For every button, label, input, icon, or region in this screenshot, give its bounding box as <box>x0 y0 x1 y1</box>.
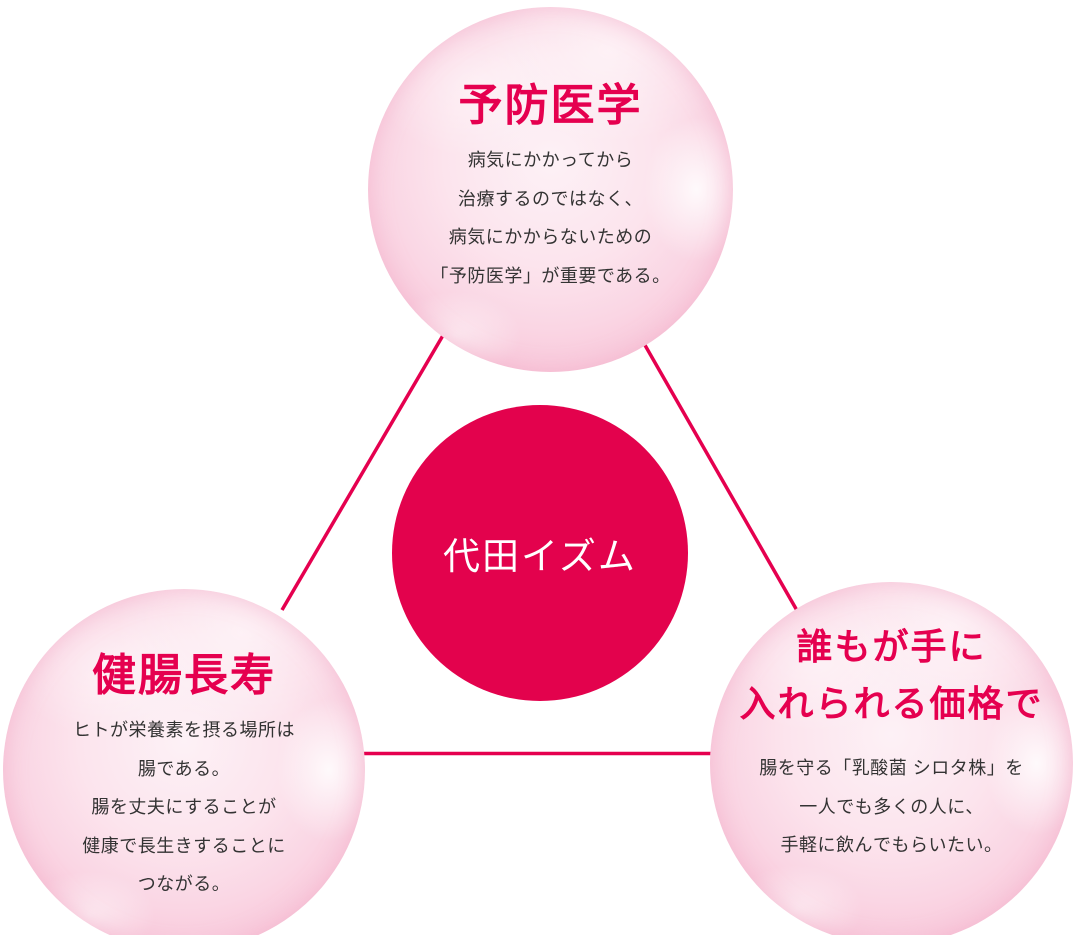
center-circle-shirota-ism: 代田イズム <box>392 405 688 701</box>
connector-line-top-to-left <box>280 319 454 611</box>
bubble-healthy-intestines: 健腸長寿 ヒトが栄養素を摂る場所は 腸である。 腸を丈夫にすることが 健康で長生… <box>3 589 365 935</box>
connector-line-top-to-right <box>632 325 801 615</box>
bubble-body-line: 病気にかかってから <box>467 150 634 170</box>
bubble-body-affordable-price: 腸を守る「乳酸菌 シロタ株」を 一人でも多くの人に、 手軽に飲んでもらいたい。 <box>710 749 1073 865</box>
bubble-body-line: 腸を丈夫にすることが <box>91 797 277 817</box>
bubble-body-line: 手軽に飲んでもらいたい。 <box>780 835 1003 855</box>
bubble-body-line: 腸である。 <box>137 758 231 779</box>
bubble-body-line: つながる。 <box>137 874 231 894</box>
bubble-preventive-medicine: 予防医学 病気にかかってから 治療するのではなく、 病気にかからないための 「予… <box>368 7 733 372</box>
bubble-body-line: 「予防医学」が重要である。 <box>430 265 671 286</box>
bubble-body-healthy-intestines: ヒトが栄養素を摂る場所は 腸である。 腸を丈夫にすることが 健康で長生きすること… <box>3 711 365 904</box>
bubble-affordable-price: 誰もが手に 入れられる価格で 腸を守る「乳酸菌 シロタ株」を 一人でも多くの人に… <box>710 582 1073 935</box>
bubble-title-line: 入れられる価格で <box>739 683 1044 724</box>
bubble-body-line: 一人でも多くの人に、 <box>799 796 984 817</box>
bubble-title-line: 誰もが手に <box>796 626 987 667</box>
bubble-body-line: 健康で長生きすることに <box>82 835 286 856</box>
center-circle-label: 代田イズム <box>443 536 637 577</box>
bubble-body-line: 腸を守る「乳酸菌 シロタ株」を <box>759 758 1024 778</box>
bubble-body-line: 病気にかからないための <box>448 227 653 247</box>
bubble-body-line: 治療するのではなく、 <box>458 188 643 209</box>
bubble-title-affordable-price: 誰もが手に 入れられる価格で <box>710 618 1073 732</box>
bubble-title-healthy-intestines: 健腸長寿 <box>92 651 276 700</box>
bubble-body-line: ヒトが栄養素を摂る場所は <box>73 720 295 740</box>
bubble-body-preventive-medicine: 病気にかかってから 治療するのではなく、 病気にかからないための 「予防医学」が… <box>368 141 733 295</box>
bubble-title-preventive-medicine: 予防医学 <box>458 81 643 130</box>
